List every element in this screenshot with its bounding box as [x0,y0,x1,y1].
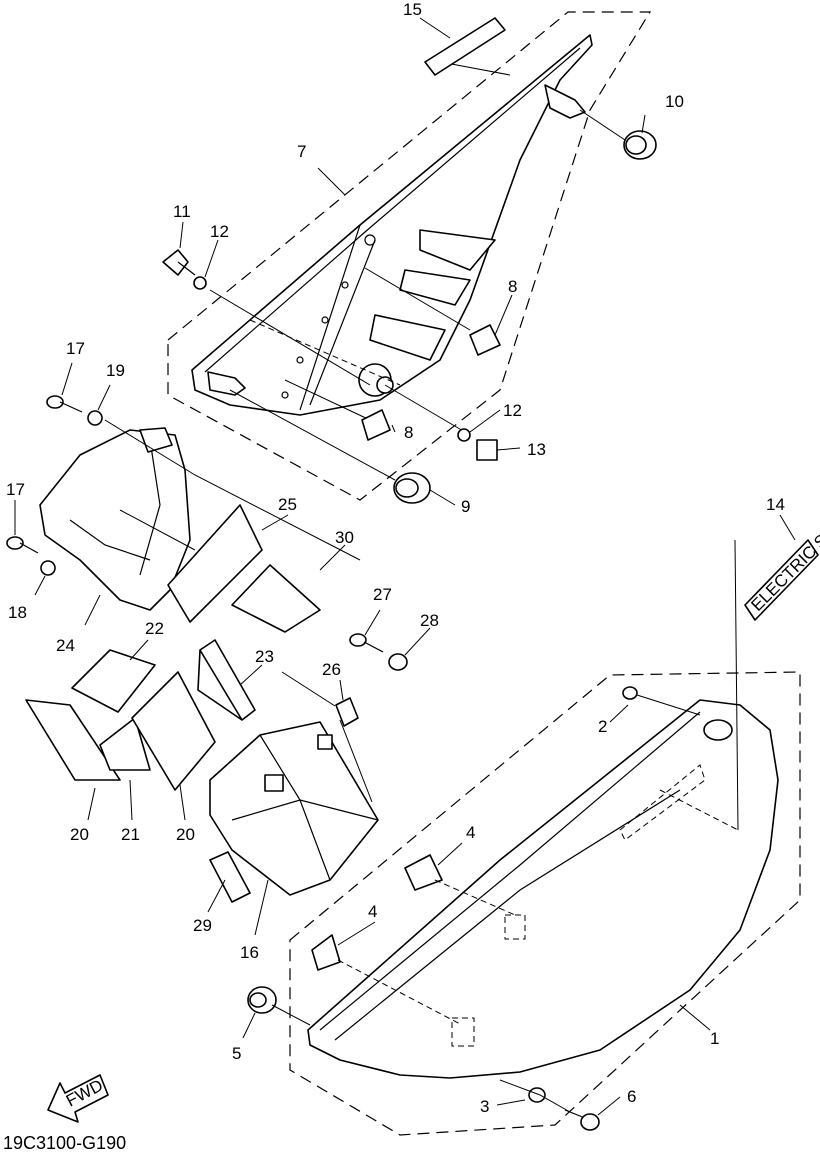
pad-29 [209,851,251,903]
callout-28: 28 [420,611,439,630]
screw-6 [564,1109,600,1131]
panel-20b [131,671,216,791]
callout-20a: 20 [70,825,89,844]
callout-4a: 4 [466,823,475,842]
callout-12a: 12 [210,222,229,241]
grommet-2 [622,686,638,700]
sticker-15 [424,17,506,76]
washer-12b [457,428,471,442]
callout-10: 10 [665,92,684,111]
wedge-23 [197,639,256,721]
callout-21: 21 [121,825,140,844]
callout-27: 27 [373,585,392,604]
callout-14: 14 [766,495,785,514]
panel-20a [25,699,121,781]
washer-19 [87,410,103,426]
callout-8a: 8 [508,277,517,296]
callout-8b: 8 [404,423,413,442]
bolt-17b [6,536,39,554]
callout-19: 19 [106,361,125,380]
side-cover-7 [191,34,593,416]
callout-16: 16 [240,943,259,962]
pad-4b [311,934,341,971]
callout-24: 24 [56,636,75,655]
washer-12a [193,276,207,290]
callout-26: 26 [322,660,341,679]
callout-20b: 20 [176,825,195,844]
callout-6: 6 [627,1087,636,1106]
callout-2: 2 [598,717,607,736]
pad-25 [167,504,263,623]
sticker-14-text: ELECTRIC START [747,500,820,615]
diagram-code: 19C3100-G190 [3,1133,126,1153]
callout-11: 11 [173,202,191,221]
callout-13: 13 [527,440,546,459]
panel-21 [99,717,151,771]
clip-26 [335,697,359,727]
pad-8b [361,409,391,441]
grommet-10 [623,130,657,160]
bolt-17a [46,395,83,413]
callout-29: 29 [193,916,212,935]
bracket-24 [39,427,191,611]
callout-5: 5 [232,1044,241,1063]
grommet-9 [393,472,431,504]
collar-18 [40,560,56,576]
pad-8a [469,324,501,356]
callout-23: 23 [255,647,274,666]
callout-3: 3 [480,1097,489,1116]
callout-17b: 17 [6,480,25,499]
fwd-arrow-icon: FWD [47,1074,109,1123]
grommet-3 [528,1087,546,1103]
callout-25: 25 [278,495,297,514]
callout-17a: 17 [66,339,85,358]
callout-15: 15 [403,0,422,19]
callout-4b: 4 [368,902,377,921]
callout-12b: 12 [503,401,522,420]
callout-30: 30 [335,528,354,547]
plate-30 [231,564,321,633]
callout-7: 7 [297,142,306,161]
bolt-27 [349,633,384,653]
side-cover-7-group [167,11,652,501]
collar-28 [388,653,408,671]
nut-13 [476,439,498,461]
side-cover-1-group [289,539,801,1136]
callout-9: 9 [461,497,470,516]
screw-11 [162,249,196,276]
callout-18: 18 [8,603,27,622]
callout-22: 22 [145,619,164,638]
callout-1: 1 [710,1029,719,1048]
pad-22 [71,649,156,713]
box-16 [209,721,379,896]
side-cover-1 [307,699,779,1079]
grommet-5 [247,986,277,1014]
pad-4a [404,854,443,891]
